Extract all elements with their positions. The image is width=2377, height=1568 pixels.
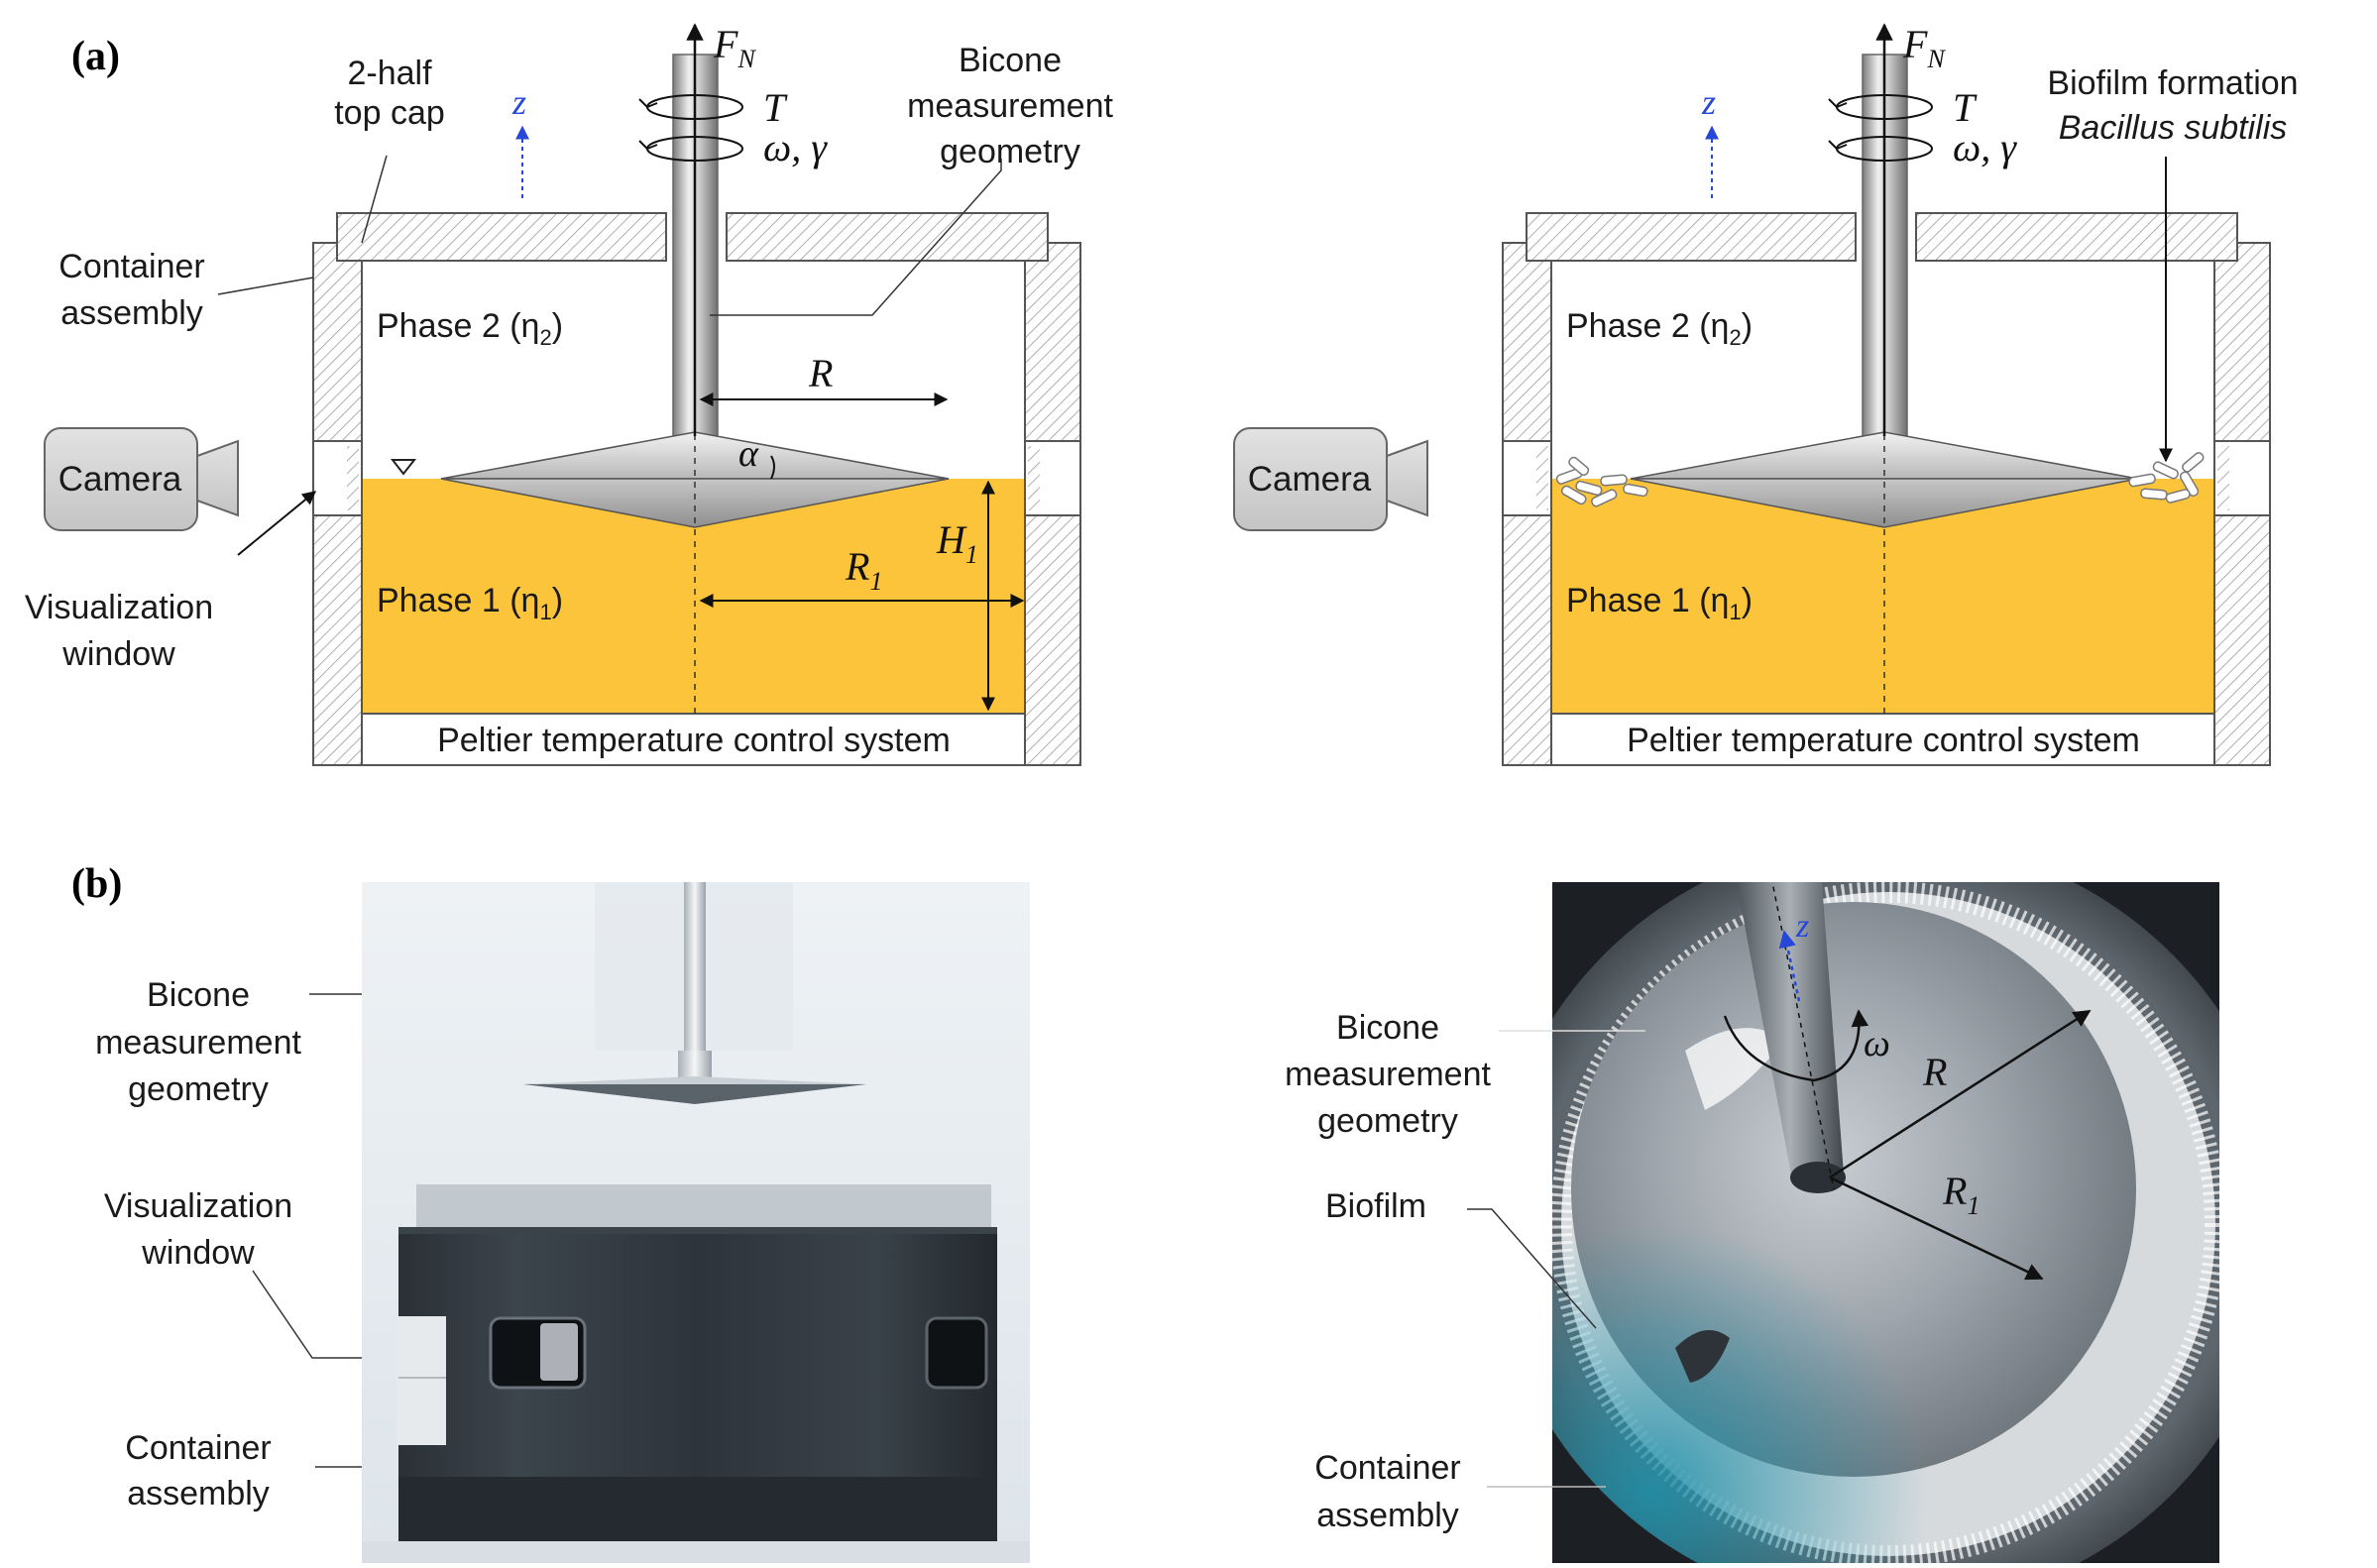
photo-rod [684,882,706,1061]
camera-label: Camera [58,460,182,499]
bicone-label-2: measurement [907,87,1113,125]
photo-right-bicone-label-3: geometry [1317,1102,1458,1140]
schematic-left: Camera 2-half top cap Container assembly… [25,22,1113,766]
omega-label-photo: ω [1864,1023,1890,1064]
phase1-label: Phase 1 (η1) [377,582,563,624]
peltier-label-2: Peltier temperature control system [1627,722,2140,759]
top-cap-right-half-2 [1915,212,2238,262]
rotation-arc-photo [1723,1009,1869,1082]
photo-right-container-label-1: Container [1314,1449,1460,1487]
camera-right: Camera [1233,427,1428,531]
biofilm-cluster-right [2128,452,2205,504]
omega-gamma-label-2: ω, γ [1953,125,2017,169]
biofilm-cluster-left [1555,456,1648,507]
photo-container-rim [416,1184,991,1232]
photo-bicone [523,1078,866,1104]
z-axis-arrow-photo [1778,930,1801,1002]
radius-label-photo: R [1922,1050,1947,1094]
h1-label: H1 [936,517,978,569]
species-label: Bacillus subtilis [2059,109,2288,147]
photo-right-bicone-label-2: measurement [1285,1056,1491,1093]
torque-label-2: T [1953,85,1978,130]
photo-window-right [925,1316,988,1390]
photo-bicone-label-2: measurement [95,1024,301,1062]
phase1-label-2: Phase 1 (η1) [1566,582,1753,624]
photo-bicone-label-3: geometry [128,1070,269,1108]
top-cap-label-2: top cap [334,94,445,132]
biofilm-formation-label: Biofilm formation [2047,64,2298,102]
panel-label-b: (b) [71,861,122,907]
z-axis-label-photo: z [1795,908,1809,945]
leader-top-cap [361,155,388,244]
photo-left [362,882,1030,1563]
top-cap-label-1: 2-half [347,55,432,92]
top-cap-left-half-2 [1526,212,1857,262]
alpha-label: α [738,433,759,475]
peltier-label: Peltier temperature control system [437,722,951,759]
z-axis-label: z [511,82,526,122]
fn-label: FN [713,22,756,73]
leader-bicone [710,159,1002,316]
top-cap-right-half [726,212,1049,262]
container-radius-arrow-photo [1829,1176,2044,1281]
bicone-label-3: geometry [940,133,1080,170]
radius-arrow-photo [1829,1009,2092,1179]
z-axis-label-2: z [1701,82,1716,122]
photo-window-label-1: Visualization [104,1187,292,1225]
photo-right-bicone-label-1: Bicone [1336,1009,1439,1047]
biofilm-label-photo: Biofilm [1325,1187,1426,1225]
window-label-1: Visualization [25,589,213,626]
container-label-2: assembly [60,294,203,332]
photo-container-label-2: assembly [127,1475,270,1512]
photo-sticker [396,1316,446,1445]
photo-container-label-1: Container [125,1429,271,1467]
phase2-label: Phase 2 (η2) [377,307,563,350]
torque-label: T [763,85,788,130]
bicone-lower-2 [1630,478,2139,528]
cone-angle-arc [770,455,775,480]
photo-right-container-label-2: assembly [1316,1497,1459,1534]
leader-container [217,277,314,295]
schematic-right: Camera Biofilm formation Bacillus subtil… [1233,22,2299,766]
r1-label: R1 [845,544,882,596]
peltier-base-right [1550,713,2215,766]
photo-bicone-label-1: Bicone [147,976,250,1014]
omega-gamma-label: ω, γ [763,125,828,169]
right-wall-lower [1024,514,1081,766]
free-surface-symbol [390,459,417,476]
camera-left: Camera [44,427,239,531]
window-label-2: window [61,635,175,673]
phase2-label-2: Phase 2 (η2) [1566,307,1753,350]
bicone-label-1: Bicone [959,42,1062,79]
bicone-lower [440,478,950,528]
photo-right [1552,882,2219,1563]
fn-label-2: FN [1902,22,1946,73]
r1-label-photo: R1 [1942,1169,1980,1220]
radius-label: R [808,351,833,395]
photo-window-label-2: window [141,1234,255,1272]
camera-label-2: Camera [1248,460,1372,499]
phase1-fluid [362,479,1025,714]
top-cap-left-half [336,212,667,262]
left-wall-upper [312,242,363,442]
panel-label-a: (a) [71,34,120,79]
left-wall-lower [312,514,363,766]
leader-window [237,491,317,556]
right-wall-upper [1024,242,1081,442]
container-label-1: Container [58,248,204,285]
